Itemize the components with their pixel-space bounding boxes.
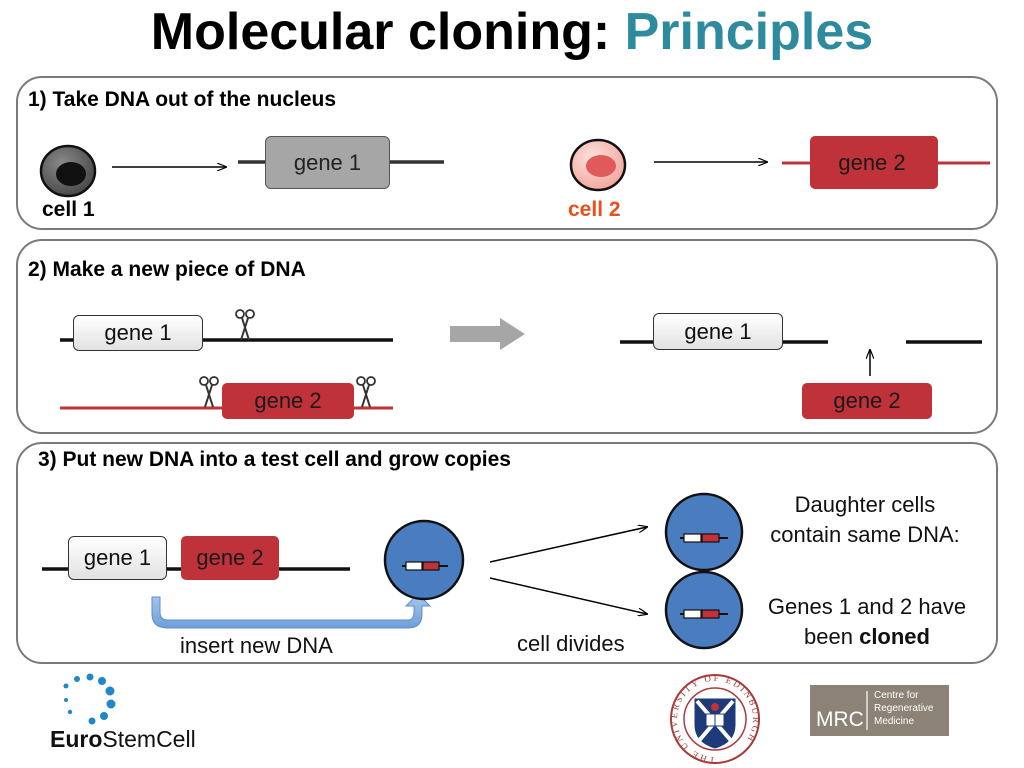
test-cell-icon <box>383 519 465 601</box>
step3-panel <box>16 442 998 664</box>
step2-panel <box>16 239 998 434</box>
mrc-centre-text: Centre for Regenerative Medicine <box>874 689 933 728</box>
daughter-line1: Daughter cells <box>794 492 936 517</box>
step2-heading: 2) Make a new piece of DNA <box>28 258 306 281</box>
title-main: Molecular cloning: <box>150 3 611 61</box>
scissors-icon <box>356 376 376 408</box>
cloned-line2: been cloned <box>750 624 984 650</box>
mrc-line1: Centre for <box>874 690 919 701</box>
step1-heading: 1) Take DNA out of the nucleus <box>28 88 337 111</box>
divide-label: cell divides <box>517 631 625 656</box>
insert-label: insert new DNA <box>180 633 333 658</box>
step3-heading: 3) Put new DNA into a test cell and grow… <box>38 448 511 471</box>
mrc-line3: Medicine <box>874 716 915 727</box>
step1-panel <box>16 76 998 230</box>
cell2-icon <box>569 138 627 192</box>
university-crest-icon <box>670 674 760 764</box>
gene2-box: gene 2 <box>810 136 938 189</box>
daughter-cell-icon <box>664 570 744 650</box>
eurostemcell-logo: EuroStemCell <box>50 726 196 753</box>
daughter-text: Daughter cells contain same DNA: <box>750 492 980 548</box>
cloned-line1: Genes 1 and 2 have <box>767 594 967 619</box>
mrc-text: MRC <box>816 708 864 731</box>
gene1-box: gene 1 <box>73 315 203 351</box>
mrc-logo <box>810 685 949 736</box>
gene1-box: gene 1 <box>68 536 167 580</box>
cloned-text: Genes 1 and 2 have been cloned <box>750 594 984 650</box>
gene1-box: gene 1 <box>265 136 390 189</box>
scissors-icon <box>235 309 255 341</box>
mrc-line2: Regenerative <box>874 703 934 714</box>
eurostemcell-logo-icon <box>63 673 116 725</box>
arrow-divide-down <box>489 577 647 614</box>
insert-arrow <box>151 593 432 629</box>
arrow-divide-up <box>489 527 647 563</box>
result-gene1-box: gene 1 <box>653 313 783 350</box>
daughter-cell-icon <box>664 492 744 572</box>
cell1-label: cell 1 <box>42 198 95 221</box>
result-gene2-box: gene 2 <box>802 383 932 419</box>
daughter-line2: contain same DNA: <box>770 522 960 547</box>
cell2-label: cell 2 <box>568 198 621 221</box>
eurostemcell-bold: Euro <box>50 726 103 752</box>
gene2-box: gene 2 <box>181 536 279 580</box>
cell1-icon <box>39 144 97 198</box>
eurostemcell-regular: StemCell <box>102 726 196 752</box>
cloned-line2-prefix: been <box>804 624 860 649</box>
grey-process-arrow <box>450 318 525 350</box>
cloned-word: cloned <box>859 624 930 649</box>
title-accent: Principles <box>624 3 874 61</box>
page-title: Molecular cloning: Principles <box>0 2 1024 62</box>
gene2-box: gene 2 <box>222 383 354 419</box>
scissors-icon <box>199 376 219 408</box>
